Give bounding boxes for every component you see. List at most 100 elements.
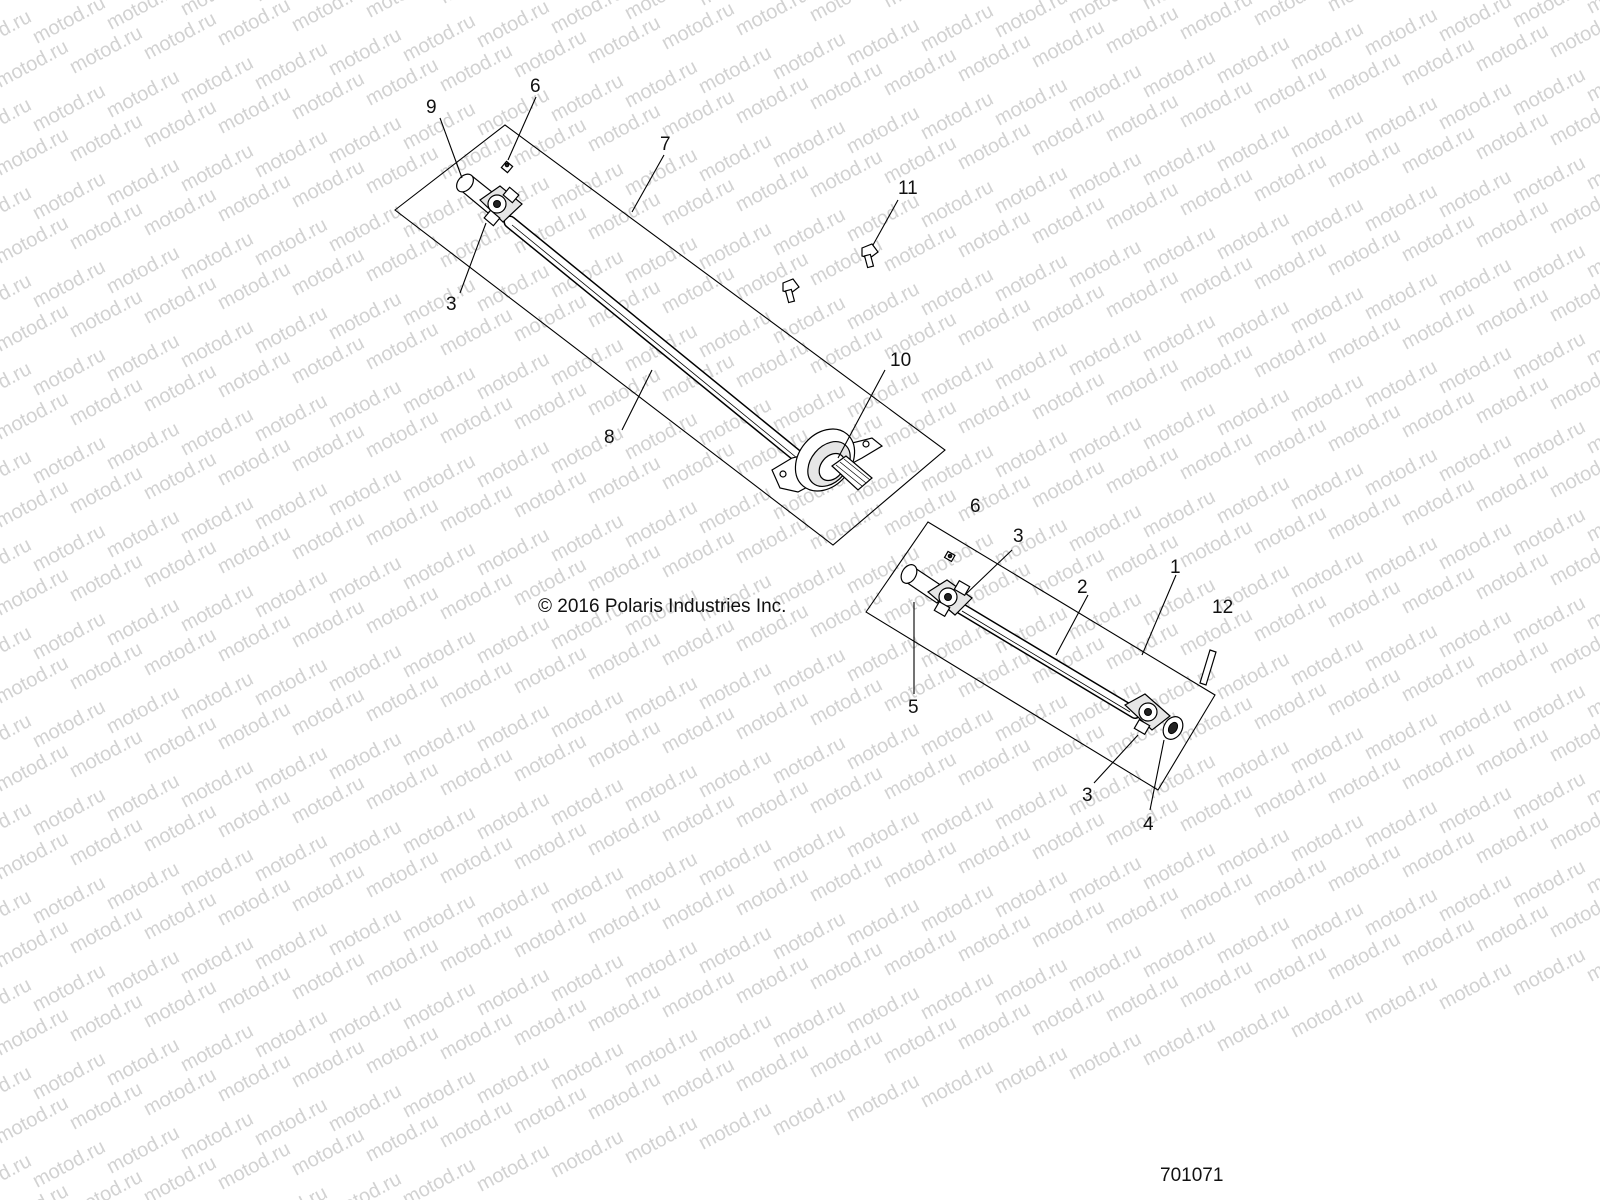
watermark-text: motod.ru bbox=[288, 68, 368, 124]
watermark-text: motod.ru bbox=[1176, 868, 1256, 924]
watermark-text: motod.ru bbox=[1176, 428, 1256, 484]
watermark-text: motod.ru bbox=[1435, 606, 1515, 662]
watermark-text: motod.ru bbox=[547, 686, 627, 742]
watermark-text: motod.ru bbox=[695, 1010, 775, 1066]
watermark-text: motod.ru bbox=[1287, 810, 1367, 866]
watermark-text: motod.ru bbox=[436, 656, 516, 712]
watermark-text: motod.ru bbox=[66, 462, 146, 518]
watermark-text: motod.ru bbox=[917, 1056, 997, 1112]
watermark-text: motod.ru bbox=[954, 470, 1034, 526]
watermark-text: motod.ru bbox=[29, 168, 109, 224]
watermark-text: motod.ru bbox=[621, 936, 701, 992]
watermark-text: motod.ru bbox=[1287, 986, 1367, 1042]
watermark-text: motod.ru bbox=[1213, 120, 1293, 176]
watermark-text: motod.ru bbox=[843, 982, 923, 1038]
watermark-text: motod.ru bbox=[29, 0, 109, 48]
watermark-text: motod.ru bbox=[0, 1004, 72, 1060]
watermark-text: motod.ru bbox=[1065, 940, 1145, 996]
watermark-text: motod.ru bbox=[880, 836, 960, 892]
watermark-text: motod.ru bbox=[177, 404, 257, 460]
watermark-text: motod.ru bbox=[214, 346, 294, 402]
watermark-text: motod.ru bbox=[806, 674, 886, 730]
watermark-text: motod.ru bbox=[510, 26, 590, 82]
watermark-text: motod.ru bbox=[510, 906, 590, 962]
watermark-text: motod.ru bbox=[140, 96, 220, 152]
watermark-text: motod.ru bbox=[29, 960, 109, 1016]
watermark-text: motod.ru bbox=[510, 290, 590, 346]
watermark-text: motod.ru bbox=[214, 0, 294, 50]
watermark-text: motod.ru bbox=[584, 628, 664, 684]
watermark-text: motod.ru bbox=[1509, 592, 1589, 648]
watermark-text: motod.ru bbox=[954, 382, 1034, 438]
watermark-text: motod.ru bbox=[732, 248, 812, 304]
watermark-text: motod.ru bbox=[399, 1066, 479, 1122]
watermark-text: motod.ru bbox=[0, 828, 72, 884]
watermark-text: motod.ru bbox=[806, 850, 886, 906]
watermark-text: motod.ru bbox=[140, 8, 220, 64]
watermark-text: motod.ru bbox=[0, 1092, 72, 1148]
watermark-text: motod.ru bbox=[1435, 958, 1515, 1014]
watermark-text: motod.ru bbox=[1250, 150, 1330, 206]
watermark-text: motod.ru bbox=[473, 84, 553, 140]
watermark-text: motod.ru bbox=[29, 432, 109, 488]
watermark-text: motod.ru bbox=[806, 58, 886, 114]
watermark-text: motod.ru bbox=[1324, 312, 1404, 368]
watermark-text: motod.ru bbox=[399, 978, 479, 1034]
watermark-text: motod.ru bbox=[0, 564, 72, 620]
watermark-text: motod.ru bbox=[584, 188, 664, 244]
watermark-text: motod.ru bbox=[510, 642, 590, 698]
watermark-text: motod.ru bbox=[695, 42, 775, 98]
watermark-text: motod.ru bbox=[29, 344, 109, 400]
watermark-text: motod.ru bbox=[177, 668, 257, 724]
document-number: 701071 bbox=[1160, 1165, 1223, 1186]
watermark-text: motod.ru bbox=[214, 874, 294, 930]
watermark-text: motod.ru bbox=[1139, 222, 1219, 278]
watermark-text: motod.ru bbox=[251, 566, 331, 622]
watermark-text: motod.ru bbox=[177, 492, 257, 548]
watermark-text: motod.ru bbox=[1398, 210, 1478, 266]
watermark-text: motod.ru bbox=[103, 682, 183, 738]
watermark-text: motod.ru bbox=[1435, 254, 1515, 310]
watermark-text: motod.ru bbox=[362, 318, 442, 374]
watermark-text: motod.ru bbox=[473, 788, 553, 844]
watermark-text: motod.ru bbox=[1028, 720, 1108, 776]
watermark-text: motod.ru bbox=[251, 1094, 331, 1150]
watermark-text: motod.ru bbox=[214, 170, 294, 226]
watermark-text: motod.ru bbox=[584, 892, 664, 948]
watermark-text: motod.ru bbox=[584, 364, 664, 420]
watermark-text: motod.ru bbox=[1139, 310, 1219, 366]
watermark-text: motod.ru bbox=[214, 522, 294, 578]
watermark-text: motod.ru bbox=[214, 698, 294, 754]
watermark-text: motod.ru bbox=[1139, 1014, 1219, 1070]
watermark-text: motod.ru bbox=[29, 80, 109, 136]
watermark-text: motod.ru bbox=[399, 362, 479, 418]
watermark-text: motod.ru bbox=[177, 932, 257, 988]
watermark-text: motod.ru bbox=[399, 1154, 479, 1200]
watermark-text: motod.ru bbox=[1361, 92, 1441, 148]
watermark-text: motod.ru bbox=[1102, 970, 1182, 1026]
watermark-text: motod.ru bbox=[880, 0, 960, 12]
watermark-text: motod.ru bbox=[473, 1140, 553, 1196]
watermark-text: motod.ru bbox=[1139, 926, 1219, 982]
watermark-text: motod.ru bbox=[325, 816, 405, 872]
watermark-text: motod.ru bbox=[1213, 912, 1293, 968]
watermark-text: motod.ru bbox=[991, 250, 1071, 306]
watermark-text: motod.ru bbox=[103, 1034, 183, 1090]
callout-5: 5 bbox=[908, 697, 919, 718]
watermark-text: motod.ru bbox=[1472, 460, 1552, 516]
watermark-text: motod.ru bbox=[1213, 384, 1293, 440]
watermark-text: motod.ru bbox=[917, 792, 997, 848]
watermark-text: motod.ru bbox=[547, 510, 627, 566]
watermark-text: motod.ru bbox=[510, 730, 590, 786]
watermark-text: motod.ru bbox=[621, 672, 701, 728]
watermark-text: motod.ru bbox=[1028, 280, 1108, 336]
watermark-text: motod.ru bbox=[1213, 648, 1293, 704]
lower-rear-universal-joint bbox=[1123, 693, 1184, 740]
watermark-text: motod.ru bbox=[1028, 896, 1108, 952]
watermark-text: motod.ru bbox=[0, 740, 72, 796]
watermark-text: motod.ru bbox=[1324, 752, 1404, 808]
watermark-text: motod.ru bbox=[0, 36, 72, 92]
watermark-text: motod.ru bbox=[695, 482, 775, 538]
watermark-text: motod.ru bbox=[584, 980, 664, 1036]
callout-3: 3 bbox=[1013, 526, 1024, 547]
